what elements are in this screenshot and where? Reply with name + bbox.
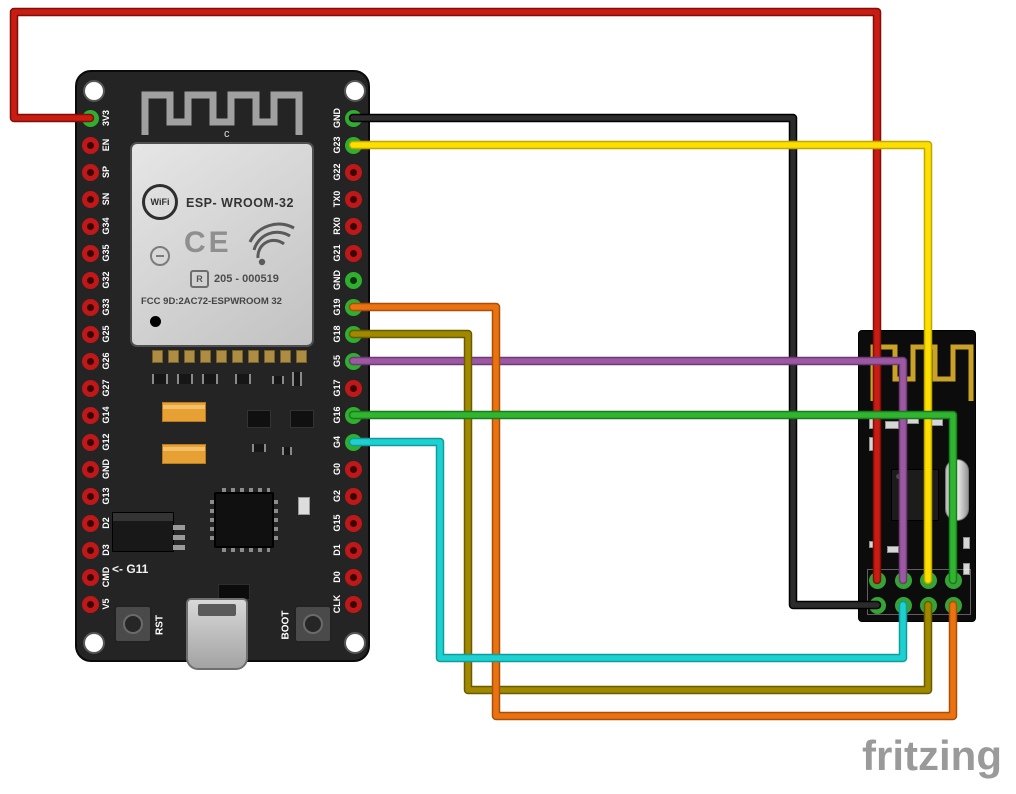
smd-component — [202, 374, 218, 384]
wifi-brand-logo: WiFi — [142, 184, 178, 220]
boot-button-label: BOOT — [280, 610, 292, 640]
castellated-pad — [152, 350, 163, 363]
wire-black — [348, 113, 882, 610]
smd-component — [869, 541, 881, 548]
nrf24l01-chip — [891, 469, 939, 521]
smd-component — [869, 415, 877, 429]
crystal-oscillator — [945, 459, 969, 521]
smd-component — [152, 374, 168, 384]
smd-component — [887, 546, 899, 553]
chip-pins — [210, 500, 214, 544]
smd-component — [235, 374, 251, 384]
castellated-pad — [184, 350, 195, 363]
tantalum-capacitor — [162, 402, 206, 422]
boot-button — [294, 605, 332, 643]
castellated-pad — [280, 350, 291, 363]
castellated-pad — [232, 350, 243, 363]
smd-component — [282, 447, 292, 455]
led — [298, 497, 310, 515]
smd-component — [292, 372, 302, 386]
smd-component — [272, 376, 284, 384]
usb-port-opening — [198, 604, 236, 616]
rst-button — [114, 605, 152, 643]
castellated-pad — [200, 350, 211, 363]
cert-number-label: 205 - 000519 — [214, 273, 279, 285]
smd-component — [252, 444, 266, 452]
transistor-package — [290, 410, 314, 428]
smd-component — [963, 537, 970, 549]
esp32-board: c WiFi ESP- WROOM-32 CE R 205 - 000519 F… — [75, 70, 370, 670]
fcc-id-label: FCC 9D:2AC72-ESPWROOM 32 — [141, 296, 282, 307]
fritzing-logo: fritzing — [862, 732, 1002, 779]
smd-component — [177, 374, 193, 384]
mounting-hole — [83, 80, 105, 102]
wifi-arcs-icon — [248, 222, 295, 266]
castellated-pad — [248, 350, 259, 363]
smd-component — [885, 421, 899, 429]
c-silkscreen-label: c — [224, 128, 230, 140]
wire-yellow — [348, 140, 933, 585]
castellated-pad — [168, 350, 179, 363]
registration-row: R 205 - 000519 — [190, 270, 279, 288]
voltage-regulator — [112, 512, 185, 552]
wire-olive — [348, 329, 933, 695]
mounting-hole — [344, 632, 366, 654]
ce-mark-label: CE — [184, 226, 232, 259]
nrf24l01-module — [858, 330, 976, 622]
micro-usb-connector — [186, 598, 248, 670]
regulator-leg — [173, 535, 185, 540]
nrf-antenna-trace — [870, 344, 974, 401]
chip-pins — [222, 488, 270, 492]
regulator-leg — [173, 545, 185, 550]
smd-component — [963, 563, 970, 575]
wire-cyan — [348, 437, 908, 663]
esp-wroom-32-shield: WiFi ESP- WROOM-32 CE R 205 - 000519 FCC… — [130, 142, 314, 347]
transistor-package — [247, 410, 271, 428]
regulator-leg — [173, 525, 185, 530]
castellated-pad — [216, 350, 227, 363]
chip-pins — [274, 500, 278, 544]
certification-mark-icon — [150, 246, 170, 266]
header-silkscreen — [867, 569, 971, 615]
smd-component — [869, 437, 877, 451]
smd-component — [931, 419, 943, 426]
module-model-label: ESP- WROOM-32 — [186, 196, 294, 210]
smd-component — [907, 417, 919, 424]
castellated-pad — [296, 350, 307, 363]
gpio-note-label: <- G11 — [112, 562, 149, 576]
rst-button-label: RST — [154, 615, 166, 635]
wire-purple — [348, 356, 908, 585]
castellated-pad — [264, 350, 275, 363]
tantalum-capacitor — [162, 444, 206, 464]
shield-dot — [150, 316, 161, 327]
usb-uart-chip — [210, 488, 278, 552]
reg-mark-icon: R — [190, 270, 209, 288]
mounting-hole — [83, 632, 105, 654]
chip-pins — [222, 548, 270, 552]
mounting-hole — [344, 80, 366, 102]
